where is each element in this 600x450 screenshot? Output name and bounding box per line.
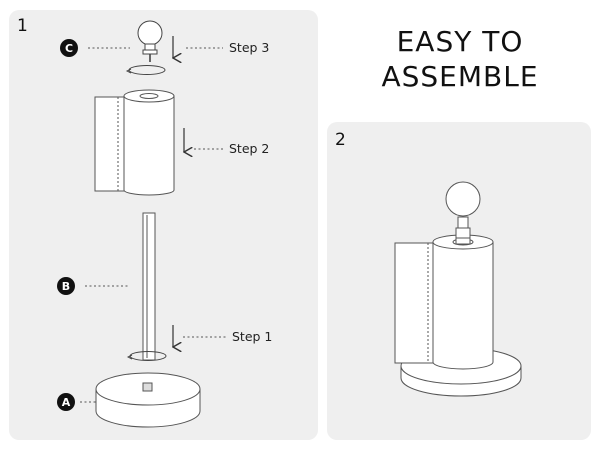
paper-towel-roll xyxy=(94,89,175,196)
rotate-arrow-icon xyxy=(126,351,167,361)
panel-number: 2 xyxy=(335,130,346,150)
pole-part xyxy=(142,212,156,361)
svg-text:A: A xyxy=(62,396,71,409)
assembled-holder xyxy=(394,181,522,397)
base-part xyxy=(95,372,201,428)
headline-line-1: EASY TO xyxy=(396,25,524,58)
step-3-label: Step 3 xyxy=(229,40,269,55)
leader-lines xyxy=(80,47,226,403)
part-badge-b: B xyxy=(57,277,75,295)
rotate-arrow-icon xyxy=(125,65,166,75)
part-badge-a: A xyxy=(57,393,75,411)
headline-line-2: ASSEMBLE xyxy=(381,60,539,93)
step-panel-1: 1 xyxy=(9,10,318,440)
finial-ball-part xyxy=(137,20,163,62)
svg-text:B: B xyxy=(62,280,70,293)
panel-number: 1 xyxy=(17,16,28,36)
part-badge-c: C xyxy=(60,39,78,57)
step-1-label: Step 1 xyxy=(232,329,272,344)
svg-text:C: C xyxy=(65,42,73,55)
step-2-label: Step 2 xyxy=(229,141,269,156)
